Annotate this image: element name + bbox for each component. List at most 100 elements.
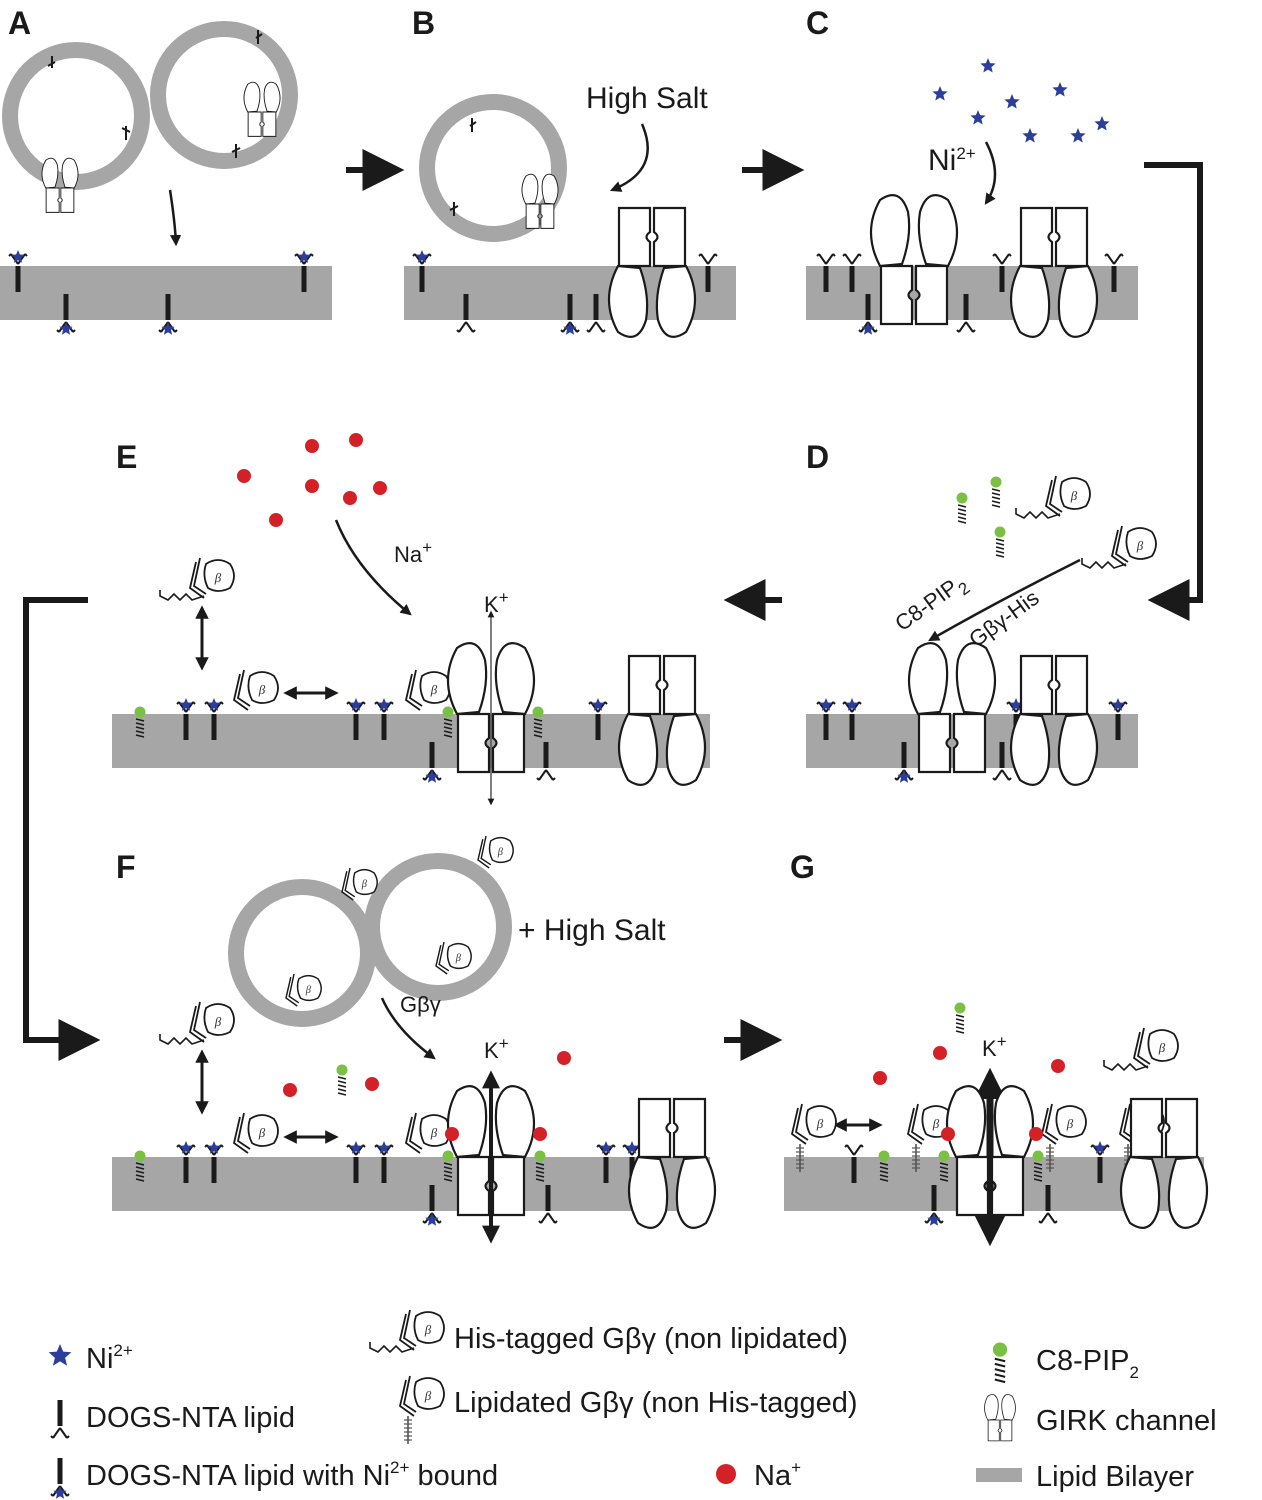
dogs-nta-nickel-lipid-icon (412, 250, 432, 292)
pip2-molecule-icon (954, 1002, 966, 1034)
his-tagged-gby-icon: β (159, 1001, 235, 1046)
dogs-nta-nickel-lipid-icon (596, 1141, 616, 1183)
dogs-nta-lipid-icon (456, 294, 476, 333)
girk-channel-icon (41, 157, 79, 213)
high-salt-plus-label: + High Salt (518, 914, 666, 947)
nickel-star-icon (980, 58, 996, 73)
sodium-ion (557, 1051, 571, 1065)
svg-text:β: β (1066, 1116, 1074, 1131)
legend-lipid-bilayer: Lipid Bilayer (1036, 1461, 1194, 1493)
sodium-ion (373, 481, 387, 495)
svg-text:β: β (455, 953, 462, 964)
legend-symbols: ββ (48, 1309, 1022, 1499)
dogs-nta-nickel-lipid-icon (346, 1141, 366, 1183)
legend-nickel: Ni2+ (86, 1341, 133, 1375)
girk-channel-icon (984, 1394, 1016, 1442)
dogs-nta-nickel-lipid-icon (374, 1141, 394, 1183)
sodium-ion (445, 1127, 459, 1141)
pip2-reagent-label: C8-PIP2 (890, 569, 973, 641)
svg-text:β: β (214, 1014, 222, 1029)
lipidated-gby-icon: β (790, 1103, 837, 1172)
pip2-molecule-icon (990, 476, 1002, 508)
nickel-star-icon (1094, 116, 1110, 131)
legend: ββ Ni2+ DOGS-NTA lipid DOGS-NTA lipid wi… (48, 1309, 1217, 1499)
dogs-nta-lipid-icon (1038, 1185, 1058, 1224)
dogs-nta-lipid-icon (992, 742, 1012, 781)
pip2-molecule-icon (442, 1150, 454, 1182)
his-tagged-gby-icon: β (1103, 1027, 1179, 1072)
sodium-ion (305, 479, 319, 493)
girk-channel-icon (243, 81, 281, 137)
lipidated-gby-icon: β (404, 669, 451, 711)
vesicle (2, 42, 150, 190)
nickel-addition-arrow (984, 141, 997, 205)
svg-text:β: β (258, 1125, 266, 1140)
nickel-star-icon (970, 110, 986, 125)
sodium-ion (349, 433, 363, 447)
vesicle-fusion-arrow (168, 189, 182, 247)
nickel-star-icon (1022, 128, 1038, 143)
dogs-nta-nickel-lipid-icon (924, 1185, 944, 1226)
svg-text:β: β (1158, 1040, 1166, 1055)
pip2-molecule-icon (534, 1150, 546, 1182)
dogs-nta-lipid-icon (842, 253, 862, 292)
dogs-nta-nickel-lipid-icon (858, 294, 878, 335)
dogs-nta-lipid-icon (50, 1400, 70, 1439)
dogs-nta-lipid-icon (844, 1144, 864, 1183)
sodium-ion (941, 1127, 955, 1141)
svg-text:β: β (497, 847, 504, 858)
girk-channel-icon (608, 206, 696, 338)
nickel-star-icon (48, 1344, 72, 1366)
gby-label: Gβγ (400, 992, 441, 1017)
sodium-ion (269, 513, 283, 527)
svg-text:β: β (430, 1125, 438, 1140)
sodium-ion (305, 439, 319, 453)
nickel-star-icon (932, 86, 948, 101)
sodium-ion (933, 1046, 947, 1060)
pip2-molecule-icon (532, 706, 544, 738)
lipidated-gby-icon: β (398, 1375, 445, 1444)
vesicle (419, 94, 567, 242)
dogs-nta-nickel-lipid-icon (294, 250, 314, 292)
nickel-star-icon (1070, 128, 1086, 143)
dogs-nta-nickel-lipid-icon (1108, 698, 1128, 740)
dogs-nta-lipid-icon (47, 56, 56, 68)
dogs-nta-nickel-lipid-icon (204, 698, 224, 740)
dogs-nta-lipid-icon (586, 294, 606, 333)
vesicle (150, 21, 298, 169)
sodium-ion (283, 1083, 297, 1097)
lipidated-gby-icon: β (477, 835, 514, 869)
svg-text:β: β (424, 1388, 432, 1403)
arrow-e-to-f (23, 597, 101, 1061)
legend-his-tagged-gby: His-tagged Gβγ (non lipidated) (454, 1323, 848, 1355)
nickel-star-icon (1004, 94, 1020, 109)
pip2-molecule-icon (878, 1150, 890, 1182)
vesicle (364, 853, 512, 1001)
legend-girk-channel: GIRK channel (1036, 1405, 1217, 1437)
vesicle (228, 879, 376, 1027)
dogs-nta-lipid-icon (1104, 253, 1124, 292)
sodium-ion (1051, 1059, 1065, 1073)
panel-label-a: A (8, 5, 31, 41)
dogs-nta-lipid-icon (698, 253, 718, 292)
svg-text:β: β (361, 879, 368, 890)
dogs-nta-nickel-lipid-icon (560, 294, 580, 335)
dogs-nta-nickel-lipid-icon (894, 742, 914, 783)
arrow-c-to-d (1144, 162, 1203, 621)
gby-addition-arrow (380, 997, 436, 1060)
lipidated-gby-icon: β (232, 669, 279, 711)
sodium-ion (716, 1464, 736, 1484)
dogs-nta-lipid-icon (231, 144, 241, 158)
dogs-nta-nickel-lipid-icon (588, 698, 608, 740)
svg-text:β: β (424, 1322, 432, 1337)
panel-label-c: C (806, 5, 829, 41)
girk-channel-icon (1010, 654, 1098, 786)
nickel-star-icon (1052, 82, 1068, 97)
sodium-ion (365, 1077, 379, 1091)
panel-label-f: F (116, 849, 136, 885)
lipidated-gby-icon: β (404, 1112, 451, 1154)
lipid-bilayer-f (112, 1157, 710, 1211)
reagent-addition-arrow (928, 558, 1081, 642)
